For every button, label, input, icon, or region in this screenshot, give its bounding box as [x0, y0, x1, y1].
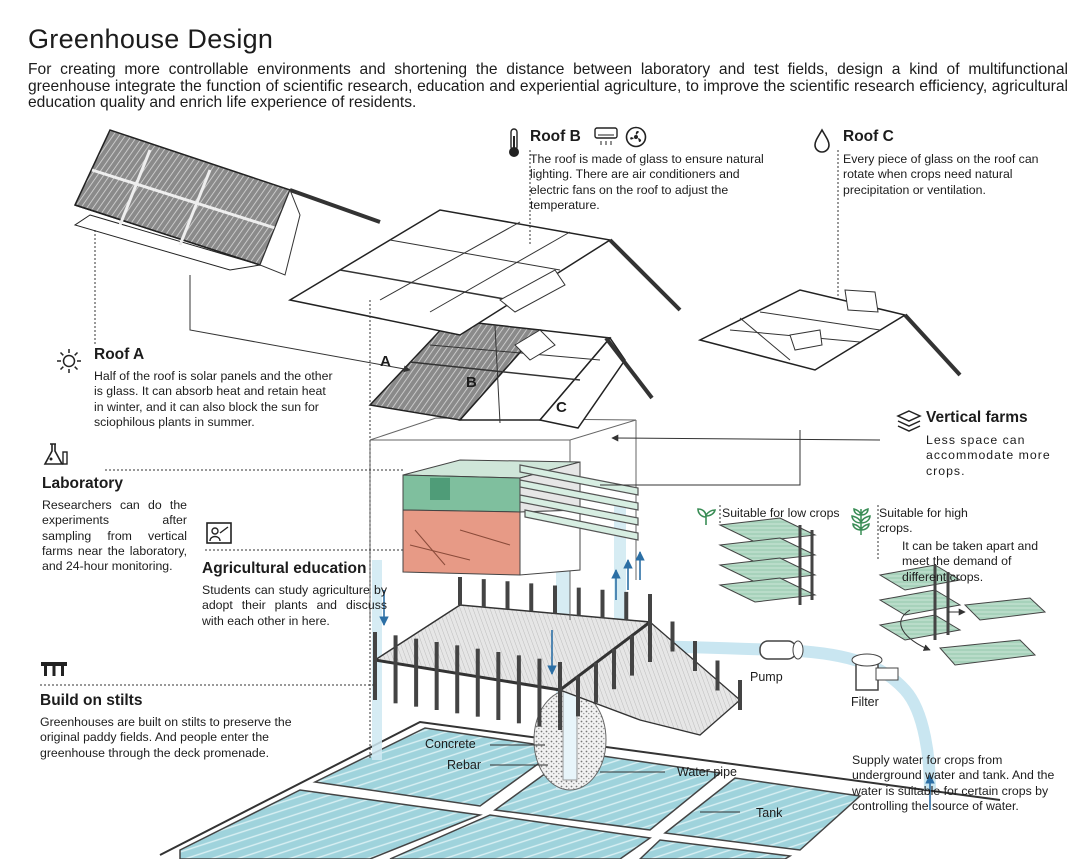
leader-lines [40, 150, 881, 813]
laboratory-text: Researchers can do the experiments after… [42, 498, 187, 574]
education-text: Students can study agriculture by adopt … [202, 583, 387, 628]
label-a: A [380, 353, 391, 370]
layers-icon [896, 409, 922, 438]
pump-label: Pump [750, 670, 783, 684]
roof-a-drawing [368, 319, 654, 429]
label-b: B [466, 374, 477, 391]
rebar-label: Rebar [447, 758, 482, 772]
high-crops-text: Suitable for high crops. [879, 506, 968, 536]
tank-label: Tank [756, 806, 783, 820]
low-crops-text: Suitable for low crops [722, 506, 840, 520]
water-drop-icon [812, 128, 832, 159]
pump-filter [759, 640, 899, 691]
roof-b-text: The roof is made of glass to ensure natu… [530, 152, 764, 212]
filter-label: Filter [851, 695, 879, 709]
page-title: Greenhouse Design [28, 24, 274, 54]
sprout-icon [695, 505, 717, 532]
sun-icon [56, 348, 82, 379]
teaching-board-icon [205, 521, 233, 552]
concrete-label: Concrete [425, 737, 476, 751]
laboratory-box [369, 417, 639, 620]
stilts-text: Greenhouses are built on stilts to prese… [40, 715, 292, 760]
water-arrows [379, 551, 935, 810]
fan-icon [625, 126, 647, 153]
intro-text: For creating more controllable environme… [28, 61, 1068, 111]
roof-c-text: Every piece of glass on the roof can rot… [843, 152, 1039, 197]
stilt-foundation [533, 689, 607, 791]
plant-icon [848, 505, 874, 542]
stilts-title: Build on stilts [40, 692, 143, 709]
air-conditioner-icon [594, 127, 622, 152]
vertical-farm-shelves [718, 517, 1047, 666]
laboratory-title: Laboratory [42, 475, 123, 492]
thermometer-icon [507, 128, 521, 163]
education-title: Agricultural education [202, 560, 367, 577]
roof-c-title: Roof C [843, 128, 894, 145]
stilt-deck [372, 577, 742, 736]
water-supply-text: Supply water for crops from underground … [852, 753, 1055, 813]
vertical-farms-text: Less space can accommodate more crops. [926, 433, 1051, 478]
roof-a-text: Half of the roof is solar panels and the… [94, 369, 333, 429]
label-c: C [556, 399, 567, 416]
roof-b-title: Roof B [530, 128, 581, 145]
roof-b-drawing [287, 209, 682, 336]
roof-top-left-drawing [73, 129, 381, 276]
vertical-farms-title: Vertical farms [926, 409, 1028, 426]
lab-flask-icon [42, 442, 70, 473]
roof-c-drawing [697, 289, 962, 377]
apart-text: It can be taken apart and meet the deman… [902, 539, 1039, 584]
stilts-icon [40, 661, 68, 682]
roof-a-title: Roof A [94, 346, 145, 363]
water-pipe-label: Water pipe [677, 765, 737, 779]
